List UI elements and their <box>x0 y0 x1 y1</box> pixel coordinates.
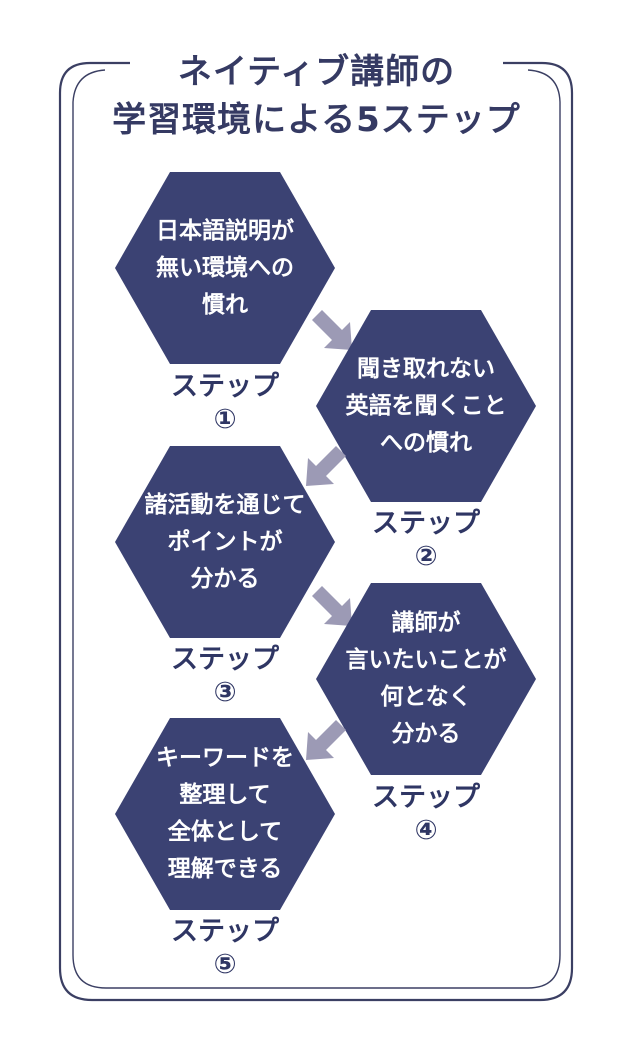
hexagon-shape <box>115 718 335 910</box>
step1-text-line: 日本語説明が <box>156 217 294 244</box>
step2-label-text: ステップ <box>372 508 480 539</box>
step2-text-line: 英語を聞くこと <box>345 392 507 419</box>
arrow-down-right-icon <box>312 586 352 626</box>
step5-text-line: キーワードを <box>156 745 294 771</box>
step2-text-line: 聞き取れない <box>357 355 495 382</box>
diagram-title-line2: 学習環境による5ステップ <box>112 100 521 140</box>
step5-text-line: 整理して <box>179 782 271 808</box>
hexagon-shape <box>316 583 536 775</box>
step3-label: ステップ ③ <box>115 643 335 709</box>
step4-hexagon: 講師が 言いたいことが 何となく 分かる <box>316 583 536 775</box>
step1-text-line: 慣れ <box>202 291 248 318</box>
step4-text-line: 言いたいことが <box>345 647 507 673</box>
step1-label-text: ステップ <box>171 371 279 402</box>
step1-hexagon: 日本語説明が 無い環境への 慣れ <box>115 172 335 364</box>
hexagon-shape <box>115 172 335 364</box>
step5-text-line: 全体として <box>167 819 283 845</box>
step4-text-line: 分かる <box>391 721 461 747</box>
step1-number: ① <box>213 404 237 435</box>
step1-label: ステップ ① <box>115 370 335 436</box>
step4-text-line: 講師が <box>391 610 461 636</box>
hexagon-shape <box>115 446 335 638</box>
step5-hexagon: キーワードを 整理して 全体として 理解できる <box>115 718 335 910</box>
hexagon-shape <box>316 310 536 502</box>
step3-number: ③ <box>213 677 237 708</box>
step4-number: ④ <box>414 815 438 846</box>
step3-label-text: ステップ <box>171 644 279 675</box>
step4-label-text: ステップ <box>372 782 480 813</box>
step5-label: ステップ ⑤ <box>115 915 335 981</box>
step3-text-line: 諸活動を通じて <box>144 491 306 518</box>
arrow-down-left-icon <box>306 720 346 760</box>
step3-text-line: 分かる <box>190 565 260 592</box>
step4-label: ステップ ④ <box>316 781 536 847</box>
step5-text-line: 理解できる <box>167 856 283 882</box>
step3-text-line: ポイントが <box>167 528 283 555</box>
arrow-down-right-icon <box>312 310 352 350</box>
step5-label-text: ステップ <box>171 916 279 947</box>
step1-text-line: 無い環境への <box>156 254 294 281</box>
step2-label: ステップ ② <box>316 507 536 573</box>
diagram-title-line1: ネイティブ講師の <box>177 52 456 92</box>
step5-number: ⑤ <box>213 949 237 980</box>
arrow-down-left-icon <box>306 446 346 486</box>
step2-hexagon: 聞き取れない 英語を聞くこと への慣れ <box>316 310 536 502</box>
step3-hexagon: 諸活動を通じて ポイントが 分かる <box>115 446 335 638</box>
step2-text-line: への慣れ <box>380 429 472 456</box>
step4-text-line: 何となく <box>380 684 472 710</box>
step2-number: ② <box>414 541 438 572</box>
